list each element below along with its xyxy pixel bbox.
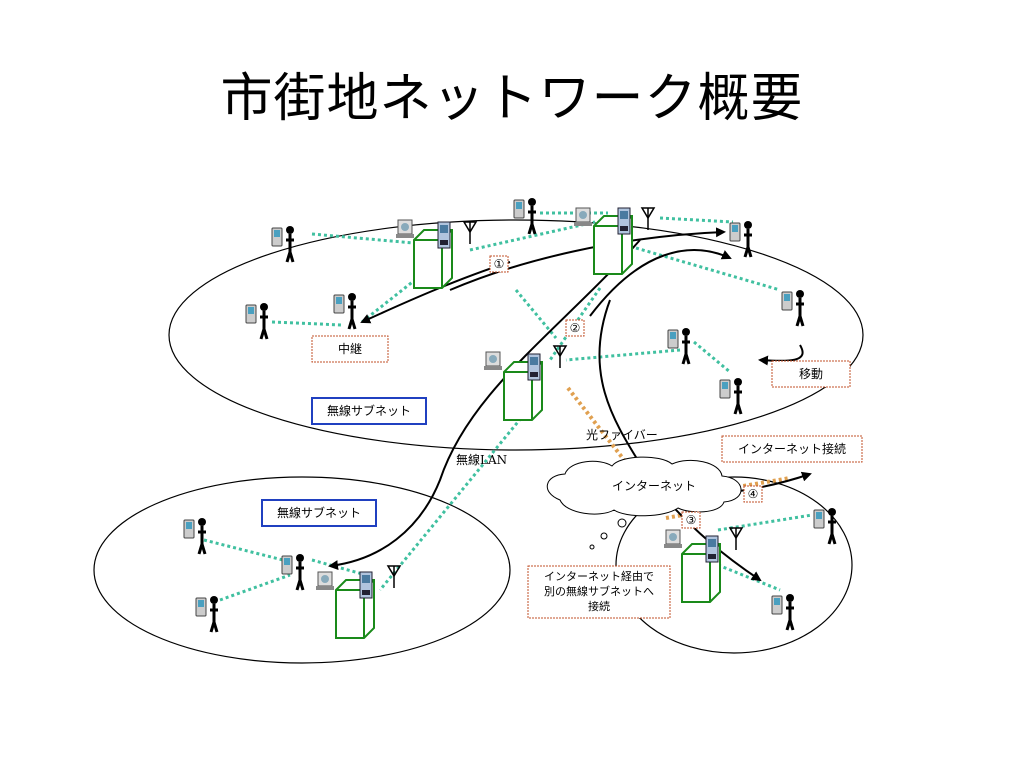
- antenna-icon: [729, 527, 743, 551]
- node-box: [593, 207, 633, 275]
- user-icon: [270, 224, 296, 264]
- svg-text:無線サブネット: 無線サブネット: [277, 505, 361, 520]
- user-icon: [244, 301, 270, 341]
- page-title: 市街地ネットワーク概要: [220, 69, 804, 129]
- router-icon: [483, 351, 503, 371]
- user-icon: [332, 291, 358, 331]
- node-box: [681, 535, 721, 603]
- wireless-links: [203, 211, 813, 602]
- svg-text:無線サブネット: 無線サブネット: [327, 403, 411, 418]
- user-icon: [718, 376, 744, 416]
- user-icon: [812, 506, 838, 546]
- antenna-icon: [641, 207, 655, 231]
- user-icon: [780, 288, 806, 328]
- user-icon: [770, 592, 796, 632]
- relay-label: 中継: [311, 335, 389, 363]
- wireless-lan-label: 無線LAN: [456, 452, 507, 467]
- user-icon: [194, 594, 220, 634]
- svg-text:接続: 接続: [588, 599, 610, 613]
- user-icon: [728, 219, 754, 259]
- svg-text:中継: 中継: [338, 341, 362, 356]
- subnet-label-1: 無線サブネット: [311, 397, 427, 425]
- optical-fiber-label: 光ファイバー: [586, 428, 658, 442]
- move-label: 移動: [771, 360, 851, 388]
- svg-text:②: ②: [570, 321, 581, 335]
- subnet-ellipses: [93, 219, 864, 664]
- svg-text:③: ③: [686, 513, 697, 527]
- node-box: [335, 571, 375, 639]
- router-icon: [395, 219, 415, 239]
- internet-connection-label: インターネット接続: [721, 435, 863, 463]
- internet-cloud: [547, 456, 742, 550]
- router-icon: [663, 529, 683, 549]
- node-box: [503, 353, 543, 421]
- svg-text:①: ①: [494, 257, 505, 271]
- svg-text:移動: 移動: [799, 367, 823, 381]
- marker-1: ①: [489, 255, 509, 273]
- subnet-label-2: 無線サブネット: [261, 499, 377, 527]
- user-icon: [280, 552, 306, 592]
- user-icon: [666, 326, 692, 366]
- antenna-icon: [463, 221, 477, 245]
- internet-label: インターネット: [612, 479, 696, 493]
- svg-text:別の無線サブネットへ: 別の無線サブネットへ: [544, 584, 654, 598]
- svg-text:④: ④: [748, 487, 759, 501]
- user-icon: [182, 516, 208, 556]
- via-internet-label: インターネット経由で 別の無線サブネットへ 接続: [527, 565, 671, 619]
- router-icon: [315, 571, 335, 591]
- marker-4: ④: [743, 485, 763, 503]
- marker-2: ②: [565, 319, 585, 337]
- node-box: [413, 221, 453, 289]
- svg-text:インターネット経由で: インターネット経由で: [544, 569, 654, 583]
- user-icon: [512, 196, 538, 236]
- router-icon: [573, 207, 593, 227]
- antenna-icon: [553, 345, 567, 369]
- svg-text:インターネット接続: インターネット接続: [738, 441, 846, 456]
- marker-3: ③: [681, 511, 701, 529]
